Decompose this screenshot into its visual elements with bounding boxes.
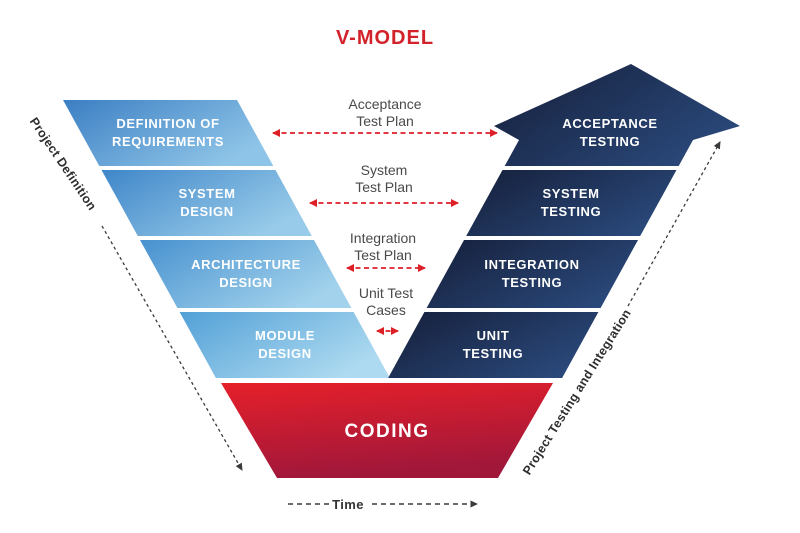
block-system-testing: [466, 170, 677, 236]
block-module-design-label: MODULE: [255, 328, 315, 343]
block-acceptance-testing-arrow: [494, 64, 740, 166]
svg-text:TESTING: TESTING: [502, 275, 563, 290]
time-axis-label: Time: [332, 497, 364, 512]
block-coding: [221, 383, 553, 478]
block-definition-of-requirements: [63, 100, 274, 166]
integration-test-plan-label: Integration: [350, 230, 416, 246]
block-module-design: [179, 312, 390, 378]
block-unit-testing: [388, 312, 599, 378]
svg-text:Test Plan: Test Plan: [355, 179, 413, 195]
svg-text:Test Plan: Test Plan: [354, 247, 412, 263]
svg-text:Cases: Cases: [366, 302, 406, 318]
block-definition-of-requirements-label: DEFINITION OF: [116, 116, 219, 131]
svg-text:DESIGN: DESIGN: [219, 275, 272, 290]
block-system-design: [101, 170, 312, 236]
block-system-testing-label: SYSTEM: [542, 186, 599, 201]
svg-text:TESTING: TESTING: [541, 204, 602, 219]
block-architecture-design-label: ARCHITECTURE: [191, 257, 301, 272]
svg-text:DESIGN: DESIGN: [180, 204, 233, 219]
block-system-design-label: SYSTEM: [178, 186, 235, 201]
diagram-title: V-MODEL: [336, 27, 434, 49]
project-testing-integration-axis-arrow: [627, 141, 721, 307]
svg-text:TESTING: TESTING: [580, 134, 641, 149]
system-test-plan-label: System: [361, 162, 408, 178]
acceptance-test-plan-label: Acceptance: [348, 96, 421, 112]
svg-text:TESTING: TESTING: [463, 346, 524, 361]
block-integration-testing: [426, 240, 638, 308]
svg-text:REQUIREMENTS: REQUIREMENTS: [112, 134, 224, 149]
svg-text:Test Plan: Test Plan: [356, 113, 414, 129]
block-integration-testing-label: INTEGRATION: [484, 257, 579, 272]
block-unit-testing-label: UNIT: [477, 328, 510, 343]
unit-test-cases-label: Unit Test: [359, 285, 413, 301]
project-definition-axis-arrow: [101, 225, 243, 471]
block-coding-label: CODING: [345, 421, 430, 442]
svg-text:DESIGN: DESIGN: [258, 346, 311, 361]
block-acceptance-testing-label: ACCEPTANCE: [562, 116, 657, 131]
block-architecture-design: [140, 240, 352, 308]
